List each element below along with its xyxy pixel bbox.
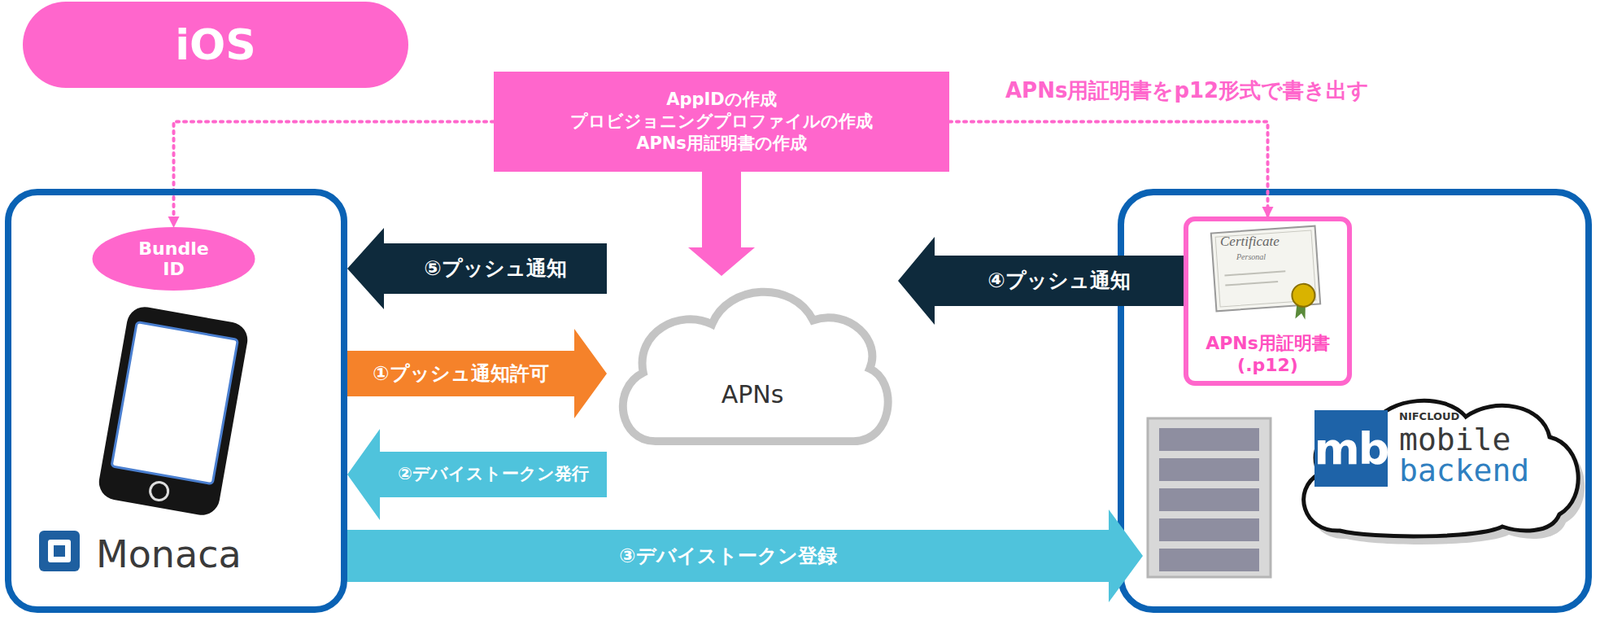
dotted-connector <box>949 122 1269 218</box>
node-text: APNs用証明書の作成 <box>636 132 807 155</box>
bundle-id-ellipse: Bundle ID <box>91 226 256 292</box>
block-arrow <box>347 509 1143 602</box>
certificate-icon <box>1211 226 1322 327</box>
node-text: NIFCLOUD <box>1399 409 1591 424</box>
server-panel <box>1120 191 1589 610</box>
node-text: Bundle ID <box>133 238 215 280</box>
arrow-label: ①プッシュ通知許可 <box>372 362 549 384</box>
arrow-label: ⑤プッシュ通知 <box>423 257 567 280</box>
cloud-outline <box>606 275 899 450</box>
apns-cloud: APNs <box>606 275 899 450</box>
arrow-label: ④プッシュ通知 <box>987 269 1130 293</box>
mobile-backend: mb NIFCLOUDmobilebackend <box>1142 390 1591 586</box>
node-text: iOS <box>174 20 256 70</box>
block-arrow <box>347 328 607 419</box>
block-arrow <box>347 428 607 520</box>
block-arrow <box>347 227 607 310</box>
node-text: mb <box>1314 409 1388 487</box>
node-text: AppIDの作成 <box>666 88 777 111</box>
platform-pill: iOS <box>22 1 409 88</box>
node-text: APNs <box>721 379 785 409</box>
monaca-icon <box>39 530 80 572</box>
node-text: APNs用証明書 (.p12) <box>1193 332 1343 376</box>
block-arrow <box>898 236 1184 325</box>
connectors <box>174 122 1269 603</box>
node-text: Monaca <box>95 533 242 576</box>
server-rack <box>1147 418 1271 577</box>
certificate-subtext: Personal <box>1236 252 1266 262</box>
certificate-text: Certificate <box>1220 233 1280 250</box>
note-label: APNs用証明書をp12形式で書き出す <box>1005 76 1369 105</box>
arrow-label: ②デバイストークン発行 <box>397 464 589 484</box>
node-text: backend <box>1399 454 1591 487</box>
block-arrow <box>688 171 755 276</box>
node-text: mobile <box>1399 423 1591 456</box>
arrow-label: ③デバイストークン登録 <box>619 544 837 567</box>
device-panel: Monaca Bundle ID <box>4 188 348 613</box>
phone-icon <box>95 304 250 518</box>
setup-box: AppIDの作成プロビジョニングプロファイルの作成APNs用証明書の作成 <box>493 71 950 172</box>
dotted-connector <box>174 122 495 227</box>
node-text: プロビジョニングプロファイルの作成 <box>570 110 873 133</box>
